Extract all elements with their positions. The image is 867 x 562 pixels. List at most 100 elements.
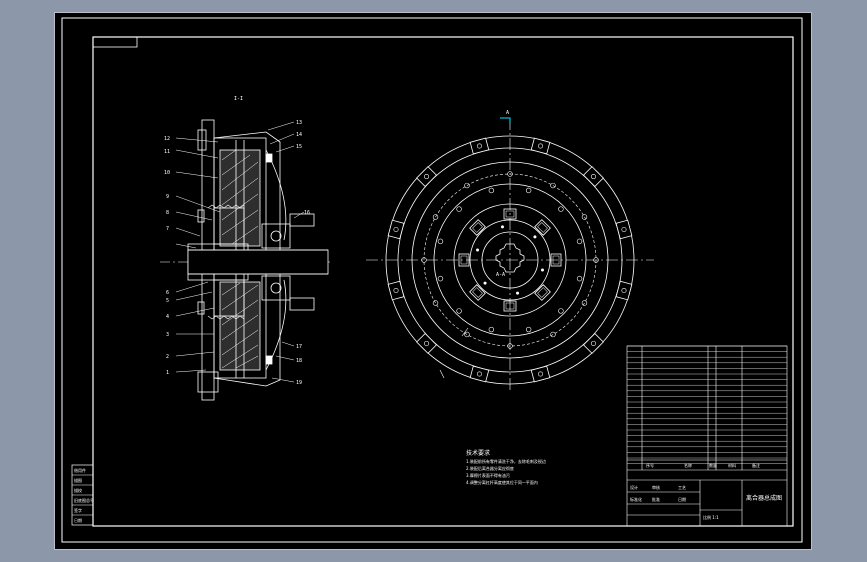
leader-label: 11 bbox=[164, 149, 170, 155]
sign-cell: 设计 bbox=[630, 484, 638, 490]
leader-label: 10 bbox=[164, 170, 170, 176]
rivet bbox=[533, 235, 537, 239]
leader-label: 14 bbox=[296, 132, 302, 138]
leader-label: 12 bbox=[164, 136, 170, 142]
bolt-hole bbox=[488, 187, 495, 194]
bolt-hole bbox=[456, 308, 462, 314]
bolt-hole bbox=[550, 182, 556, 189]
spring-window bbox=[458, 253, 470, 267]
scale-text: 比例 1:1 bbox=[703, 514, 719, 520]
rev-cell-3: 旧底图总号 bbox=[74, 497, 94, 503]
front-view: A bbox=[366, 110, 654, 392]
top-left-code-box bbox=[92, 36, 138, 48]
drawing-title: 离合器总成图 bbox=[746, 494, 782, 502]
ring-notch bbox=[530, 137, 551, 155]
sign-cell: 批准 bbox=[652, 496, 660, 502]
ring-bolt-hole bbox=[476, 143, 482, 149]
ring-bolt-hole bbox=[621, 288, 627, 294]
ring-bolt-hole bbox=[621, 226, 627, 232]
bolt-hole bbox=[437, 275, 444, 282]
ring-notch bbox=[416, 332, 438, 354]
ring-notch bbox=[469, 365, 490, 383]
bolt-hole bbox=[456, 206, 462, 212]
tech-req-line: 1.装配前所有零件清洗干净，去除毛刺及锐边 bbox=[466, 458, 546, 464]
leader-label: 1 bbox=[166, 370, 169, 376]
rev-cell-5: 日期 bbox=[74, 517, 82, 523]
leader-label: 7 bbox=[166, 226, 169, 232]
leader-label: 18 bbox=[296, 358, 302, 364]
rev-cell-1: 描图 bbox=[74, 477, 82, 483]
rivet bbox=[476, 248, 480, 252]
ring-bolt-hole bbox=[538, 371, 544, 377]
spring-window bbox=[550, 253, 562, 267]
ring-notch bbox=[530, 365, 551, 383]
bolt-hole bbox=[593, 257, 599, 263]
spring-window bbox=[503, 300, 517, 312]
leader-label: 9 bbox=[166, 194, 169, 200]
spring-window bbox=[503, 208, 517, 220]
ring-bolt-hole bbox=[590, 340, 596, 346]
bom-header: 备注 bbox=[752, 462, 760, 468]
bolt-hole bbox=[507, 171, 513, 177]
bom-header: 材料 bbox=[728, 462, 736, 468]
rivet bbox=[540, 268, 544, 272]
spring-window bbox=[534, 284, 551, 301]
spring-window-inner bbox=[460, 255, 468, 265]
cad-viewport[interactable] bbox=[54, 12, 812, 550]
rev-cell-0: 借用件 bbox=[74, 467, 86, 473]
leader-label: 16 bbox=[304, 210, 310, 216]
spring-window-inner bbox=[505, 302, 515, 310]
bolt-hole bbox=[576, 275, 583, 282]
rivet bbox=[500, 225, 504, 229]
sign-cell: 日期 bbox=[678, 496, 686, 502]
ring-bolt-hole bbox=[393, 288, 399, 294]
bolt-hole bbox=[558, 206, 564, 212]
ring-bolt-hole bbox=[393, 226, 399, 232]
bolt-hole bbox=[581, 214, 588, 220]
leader-label: 5 bbox=[166, 298, 169, 304]
bolt-hole bbox=[558, 308, 564, 314]
leader-label: 3 bbox=[166, 332, 169, 338]
leader-label: 8 bbox=[166, 210, 169, 216]
rev-cell-4: 签字 bbox=[74, 507, 82, 513]
bolt-hole bbox=[432, 214, 439, 220]
ring-notch bbox=[387, 219, 405, 240]
leader-label: 2 bbox=[166, 354, 169, 360]
bolt-hole bbox=[507, 343, 513, 349]
leader-labels-right: 13 14 15 16 17 18 19 bbox=[296, 120, 310, 386]
bolt-hole bbox=[488, 326, 495, 333]
spring-window bbox=[469, 284, 486, 301]
bolt-hole bbox=[421, 257, 427, 263]
sign-cell: 标准化 bbox=[630, 496, 642, 502]
spring-window-inner bbox=[472, 222, 483, 233]
outer-frame bbox=[61, 17, 803, 543]
bolt-hole bbox=[464, 182, 470, 189]
section-cut-label: A bbox=[506, 110, 509, 116]
leader-label: 17 bbox=[296, 344, 302, 350]
ring-notch bbox=[387, 280, 405, 301]
rev-cell-2: 描校 bbox=[74, 487, 82, 493]
bolt-hole bbox=[464, 331, 470, 338]
ring-bolt-hole bbox=[424, 174, 430, 180]
bom-header: 数量 bbox=[709, 462, 717, 468]
leader-label: 15 bbox=[296, 144, 302, 150]
leader-label: 13 bbox=[296, 120, 302, 126]
bom-rows bbox=[627, 345, 787, 464]
bolt-hole bbox=[550, 331, 556, 338]
spring-window bbox=[534, 219, 551, 236]
bom-header: 序号 bbox=[646, 462, 654, 468]
title-block bbox=[626, 345, 788, 527]
ring-notch bbox=[615, 219, 633, 240]
bolt-hole bbox=[525, 187, 532, 194]
revision-block: 借用件 描图 描校 旧底图总号 签字 日期 bbox=[71, 464, 94, 526]
bolt-hole bbox=[432, 300, 439, 306]
sign-cell: 工艺 bbox=[678, 485, 686, 490]
ring-bolt-hole bbox=[590, 174, 596, 180]
section-view-mark: I-I bbox=[234, 96, 243, 102]
spring-window-inner bbox=[552, 255, 560, 265]
ring-notch bbox=[582, 166, 604, 188]
ring-bolt-hole bbox=[424, 340, 430, 346]
bolt-hole bbox=[576, 238, 583, 245]
ring-notch bbox=[416, 166, 438, 188]
